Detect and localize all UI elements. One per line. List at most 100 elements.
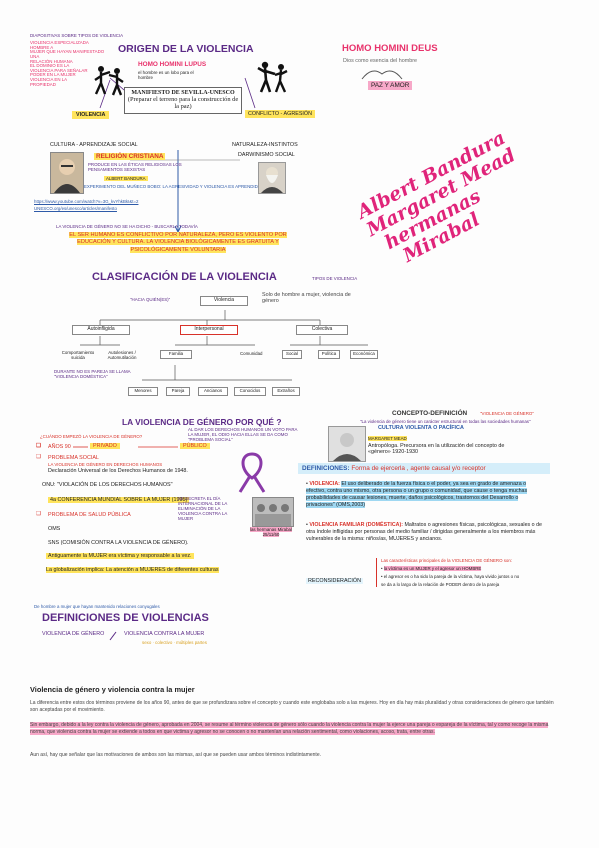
conflicto-label: CONFLICTO - AGRESIÓN [245,110,315,119]
salud-label: PROBLEMA DE SALUD PÚBLICA [48,512,131,518]
article-paragraph-2: Sin embargo, debido a la ley contra la v… [30,722,549,736]
religion-label: RELIGIÓN CRISTIANA [94,153,166,161]
concepto-sub: "VIOLENCIA DE GÉNERO" [480,411,534,416]
publico-label: PÚBLICO [180,443,210,450]
corner-line: EL DOMINIO ES LA [30,63,70,69]
problema-note: LA VIOLENCIA DE GÉNERO EN DERECHOS HUMAN… [48,462,163,467]
tree-node-suicida: Comportamiento suicida [61,350,95,361]
definiciones-title: DEFINICIONES DE VIOLENCIAS [42,612,209,624]
experimento-label: EXPERIMENTO DEL MUÑECO BOBO: LA AGRESIVI… [84,184,261,189]
youtube-link[interactable]: https://www.youtube.com/watch?v=3G_kvYhk… [34,199,139,204]
bandura-photo [50,152,84,194]
tree-node-pareja: Pareja [166,387,190,396]
privado-label: PRIVADO [90,443,120,450]
tree-node-autoinfligida: Autoinfligida [72,325,130,335]
tree-node-autolesiones: Autolesiones / Automutilación [107,350,137,361]
margaret-label: MARGARET MEAD [368,436,407,441]
deus-title: HOMO HOMINI DEUS [342,43,438,54]
hacia-quien-label: "HACIA QUIÉN(ES)" [130,297,171,302]
antiguamente-text: Antiguamente la MUJER era víctima y resp… [46,553,194,560]
religion-sub: PRODUCE EN LAS ÉTICAS RELIGIOSAS LOS PEN… [88,162,182,173]
article-paragraph-3: Aun así, hay que señalar que las motivac… [30,752,321,758]
corner-line: VIOLENCIA ESPECIALIZADA HOMBRE A [30,40,89,50]
lupus-sub: el hombre es un lobo para el hombre [138,70,194,81]
manifesto-box: MANIFIESTO DE SEVILLA-UNESCO (Preparar e… [124,87,242,114]
familiar-definition: • VIOLENCIA FAMILIAR (DOMÉSTICA): Maltra… [306,522,542,543]
ribbon-illustration [232,450,272,494]
violencia-nace-note: LA VIOLENCIA DE GÉNERO NO SE HA DICHO - … [56,224,198,229]
concepto-note: "La violencia de género tiene un carácte… [360,419,531,424]
caracteristica-item: • la víctima es un MUJER y el agresor un… [381,566,482,571]
naturaleza-label: NATURALEZA-INSTINTOS [232,142,298,148]
side-note: Solo de hombre a mujer, violencia de gén… [262,292,351,305]
cuando-question: ¿CUÁNDO EMPEZÓ LA VIOLENCIA DE GÉNERO? [40,434,143,439]
fighters-illustration-left [92,63,126,97]
corner-note: DIAPOSITIVAS SOBRE TIPOS DE VIOLENCIA [30,33,124,38]
lupus-title: HOMO HOMINI LUPUS [138,61,207,68]
mirabal-photo [252,497,294,527]
manifesto-sub: (Preparar el terreno para la construcció… [127,96,239,111]
domestica-note: DURANTE NO ES PAREJA SE LLAMA "VIOLENCIA… [54,369,131,380]
caracteristicas-box: Las características principales de la VI… [376,558,549,588]
tree-node-menores: Menores [128,387,158,396]
tree-node-conocidos: Conocidos [234,387,266,396]
couple-illustration [352,66,412,80]
porque-title: LA VIOLENCIA DE GÉNERO POR QUÉ ? [122,417,282,427]
caracteristica-item: • el agresor es o ha sido la pareja de l… [381,574,520,580]
antropologia-text: Antropóloga. Precursora en la utilizació… [368,443,505,456]
unesco-link[interactable]: UNESCO.org/es/unesco/articles/manifesto [34,206,117,211]
tree-node-politica: Política [318,350,340,359]
definiciones-text: Forma de ejercerla , agente causal y/o r… [351,465,486,472]
fighters-illustration-right [255,58,289,94]
mirabal-caption: las hermanas Mirabal 25/11/60 [250,527,292,538]
article-title: Violencia de género y violencia contra l… [30,685,195,694]
tree-node-interpersonal: Interpersonal [180,325,238,335]
definiciones-note: De hombre a mujer que hayan mantenido re… [34,604,160,609]
violencia-definition: • VIOLENCIA: El uso deliberado de la fue… [306,481,528,509]
corner-line: RELACIÓN HUMANA [30,58,73,64]
sns-text: SNS (COMISIÓN CONTRA LA VIOLENCIA DE GÉN… [48,540,189,546]
cultura-violenta: CULTURA VIOLENTA O PACÍFICA [378,425,464,431]
definiciones-label: DEFINICIONES: [302,465,350,472]
manifesto-title: MANIFIESTO DE SEVILLA-UNESCO [131,90,235,96]
corner-line: VIOLENCIA EN LA [30,77,68,82]
globalizacion-block: La globalización implica: La atención a … [46,566,266,575]
darwin-photo [258,162,286,194]
tree-root: Violencia [200,296,248,306]
problema-social-label: PROBLEMA SOCIAL [48,455,99,461]
porque-top-note: AL DAR LOS DERECHOS HUMANOS UN VOTO PARA… [188,427,298,443]
tree-node-comunidad: Comunidad [240,351,263,356]
mead-photo [328,426,366,462]
cultura-label: CULTURA - APRENDIZAJE SOCIAL [50,142,138,148]
violencia-mujer-label: VIOLENCIA CONTRA LA MUJER [124,631,205,637]
paz-label: PAZ Y AMOR [368,81,413,91]
statement-text: EL SER HUMANO ES CONFLICTIVO POR NATURAL… [69,232,287,253]
violencia-mujer-sub: sexo · colectivo · múltiples partes [142,640,207,645]
tree-node-colectiva: Colectiva [296,325,348,335]
corner-notes-block: VIOLENCIA ESPECIALIZADA HOMBRE A MUJER Q… [30,40,108,87]
article-paragraph-1: La diferencia entre estos dos términos p… [30,700,554,713]
ribbon-note: SE DECRETA EL DÍA INTERNACIONAL DE LA EL… [178,496,228,522]
conferencia-text: 4a CONFERENCIA MUNDIAL SOBRE LA MUJER (1… [48,497,190,504]
reconsideracion-label: RECONSIDERACIÓN [306,578,364,585]
tipos-label: TIPOS DE VIOLENCIA [312,276,358,281]
tree-node-ancianos: Ancianos [198,387,228,396]
violencia-genero-label: VIOLENCIA DE GÉNERO [42,631,105,637]
deus-sub: Dios como esencia del hombre [343,58,418,64]
violencia-label: VIOLENCIA [72,111,110,120]
oms-text: OMS [48,526,61,532]
corner-line: MUJER QUE HAYAN MANIFESTADO UNA [30,49,105,59]
corner-line: VIOLENCIA PARA SEÑALAR [30,67,88,73]
onu-text: ONU: "VIOLACIÓN DE LOS DERECHOS HUMANOS" [42,482,173,488]
bullet-mark: ❑ [36,443,41,449]
statement-block: EL SER HUMANO ES CONFLICTIVO POR NATURAL… [58,232,298,254]
origen-title: ORIGEN DE LA VIOLENCIA [118,43,254,55]
tree-node-economica: Económica [350,350,378,359]
tree-node-social: Social [282,350,302,359]
caracteristicas-title: Las características principales de la VI… [381,558,513,563]
clasificacion-title: CLASIFICACIÓN DE LA VIOLENCIA [92,271,277,283]
declaracion-text: Declaración Universal de los Derechos Hu… [48,468,188,474]
corner-line: PROPIEDAD [30,81,56,87]
tree-node-extranos: Extraños [272,387,300,396]
